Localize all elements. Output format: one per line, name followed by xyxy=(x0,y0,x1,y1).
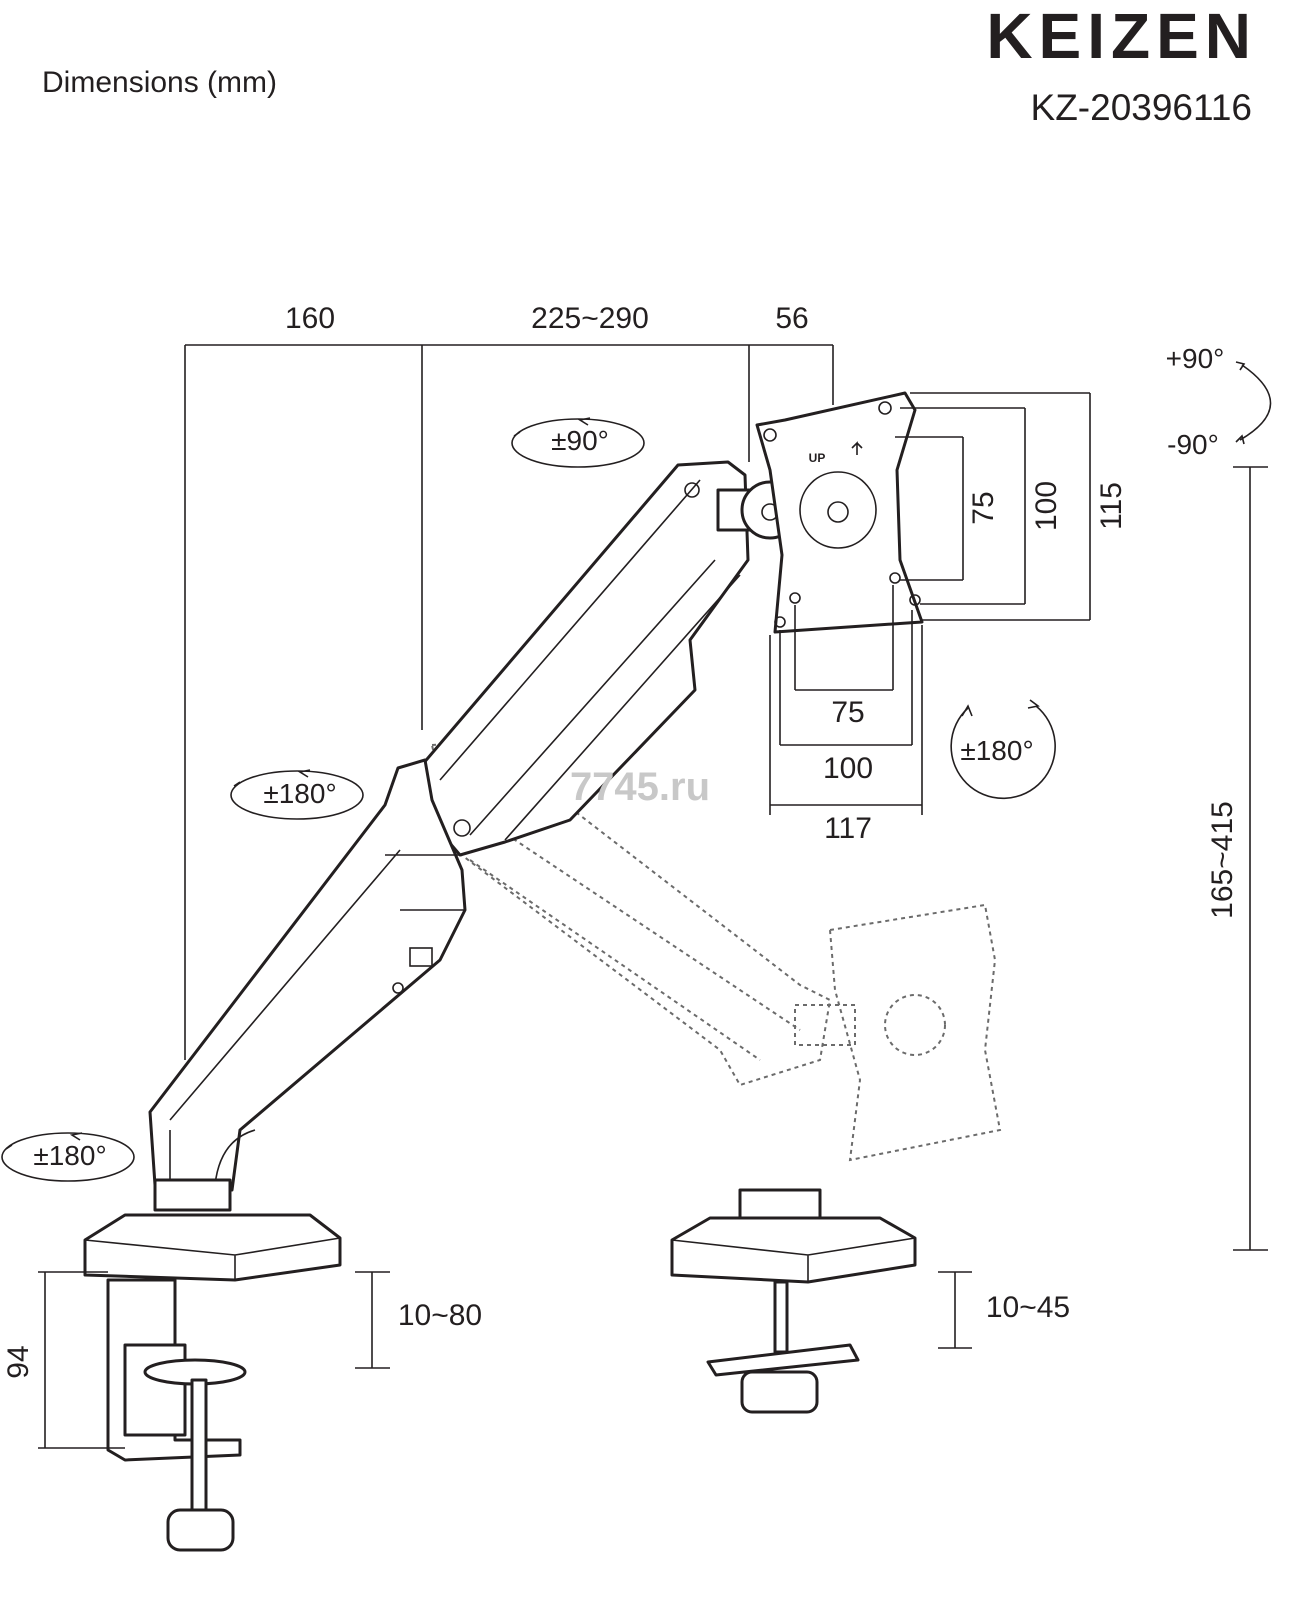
dim-vesa-75-vertical: 75 xyxy=(967,491,1000,524)
head-tilt-label: ±90° xyxy=(551,425,609,456)
up-arrow-icon xyxy=(851,441,863,455)
grommet-thickness-line xyxy=(938,1271,972,1349)
vesa-dimension-lines xyxy=(769,392,1091,815)
lower-arm xyxy=(148,758,467,1192)
dim-plate-width: 117 xyxy=(824,812,872,845)
dim-plate-height: 115 xyxy=(1095,482,1128,530)
vesa-plate: UP xyxy=(755,391,924,634)
tilt-down-label: -90° xyxy=(1167,429,1219,460)
base-rotation: ±180° xyxy=(1,1132,135,1182)
brand-logo: KEIZEN xyxy=(986,0,1257,72)
dim-clamp-height: 94 xyxy=(2,1345,35,1378)
elbow-rotation: ±180° xyxy=(230,769,364,820)
clamp-height-line xyxy=(38,1271,125,1449)
watermark: 7745.ru xyxy=(570,765,710,809)
dim-grommet-thickness: 10~45 xyxy=(986,1291,1070,1324)
tilt-up-label: +90° xyxy=(1166,343,1225,374)
dim-clamp-thickness: 10~80 xyxy=(398,1299,482,1332)
plate-up-label: UP xyxy=(809,451,826,465)
plate-rotation-label: ±180° xyxy=(960,735,1033,766)
plate-rotation: ±180° xyxy=(950,699,1056,800)
top-dimension-lines xyxy=(184,344,834,1060)
diagram-title: Dimensions (mm) xyxy=(42,66,277,99)
dim-vesa-100-horizontal: 100 xyxy=(823,752,873,785)
clamp-thickness-line xyxy=(355,1271,390,1369)
dim-vesa-75-horizontal: 75 xyxy=(831,696,864,729)
dim-arm-length: 225~290 xyxy=(531,302,649,335)
elbow-rotation-label: ±180° xyxy=(263,778,336,809)
dim-height-range: 165~415 xyxy=(1206,801,1239,919)
grommet-base xyxy=(670,1188,917,1414)
lowered-position-outline xyxy=(430,740,1002,1162)
tilt-range: +90° -90° xyxy=(1166,343,1272,460)
dim-head-depth: 56 xyxy=(775,302,808,335)
dim-base-to-elbow: 160 xyxy=(285,302,335,335)
model-number: KZ-20396116 xyxy=(1031,87,1252,128)
height-range-line xyxy=(1233,466,1268,1251)
head-tilt-rotation: ±90° xyxy=(511,417,645,468)
base-rotation-label: ±180° xyxy=(33,1140,106,1171)
dim-vesa-100-vertical: 100 xyxy=(1030,481,1063,531)
upper-arm xyxy=(420,460,750,857)
desk-clamp xyxy=(83,1178,342,1552)
